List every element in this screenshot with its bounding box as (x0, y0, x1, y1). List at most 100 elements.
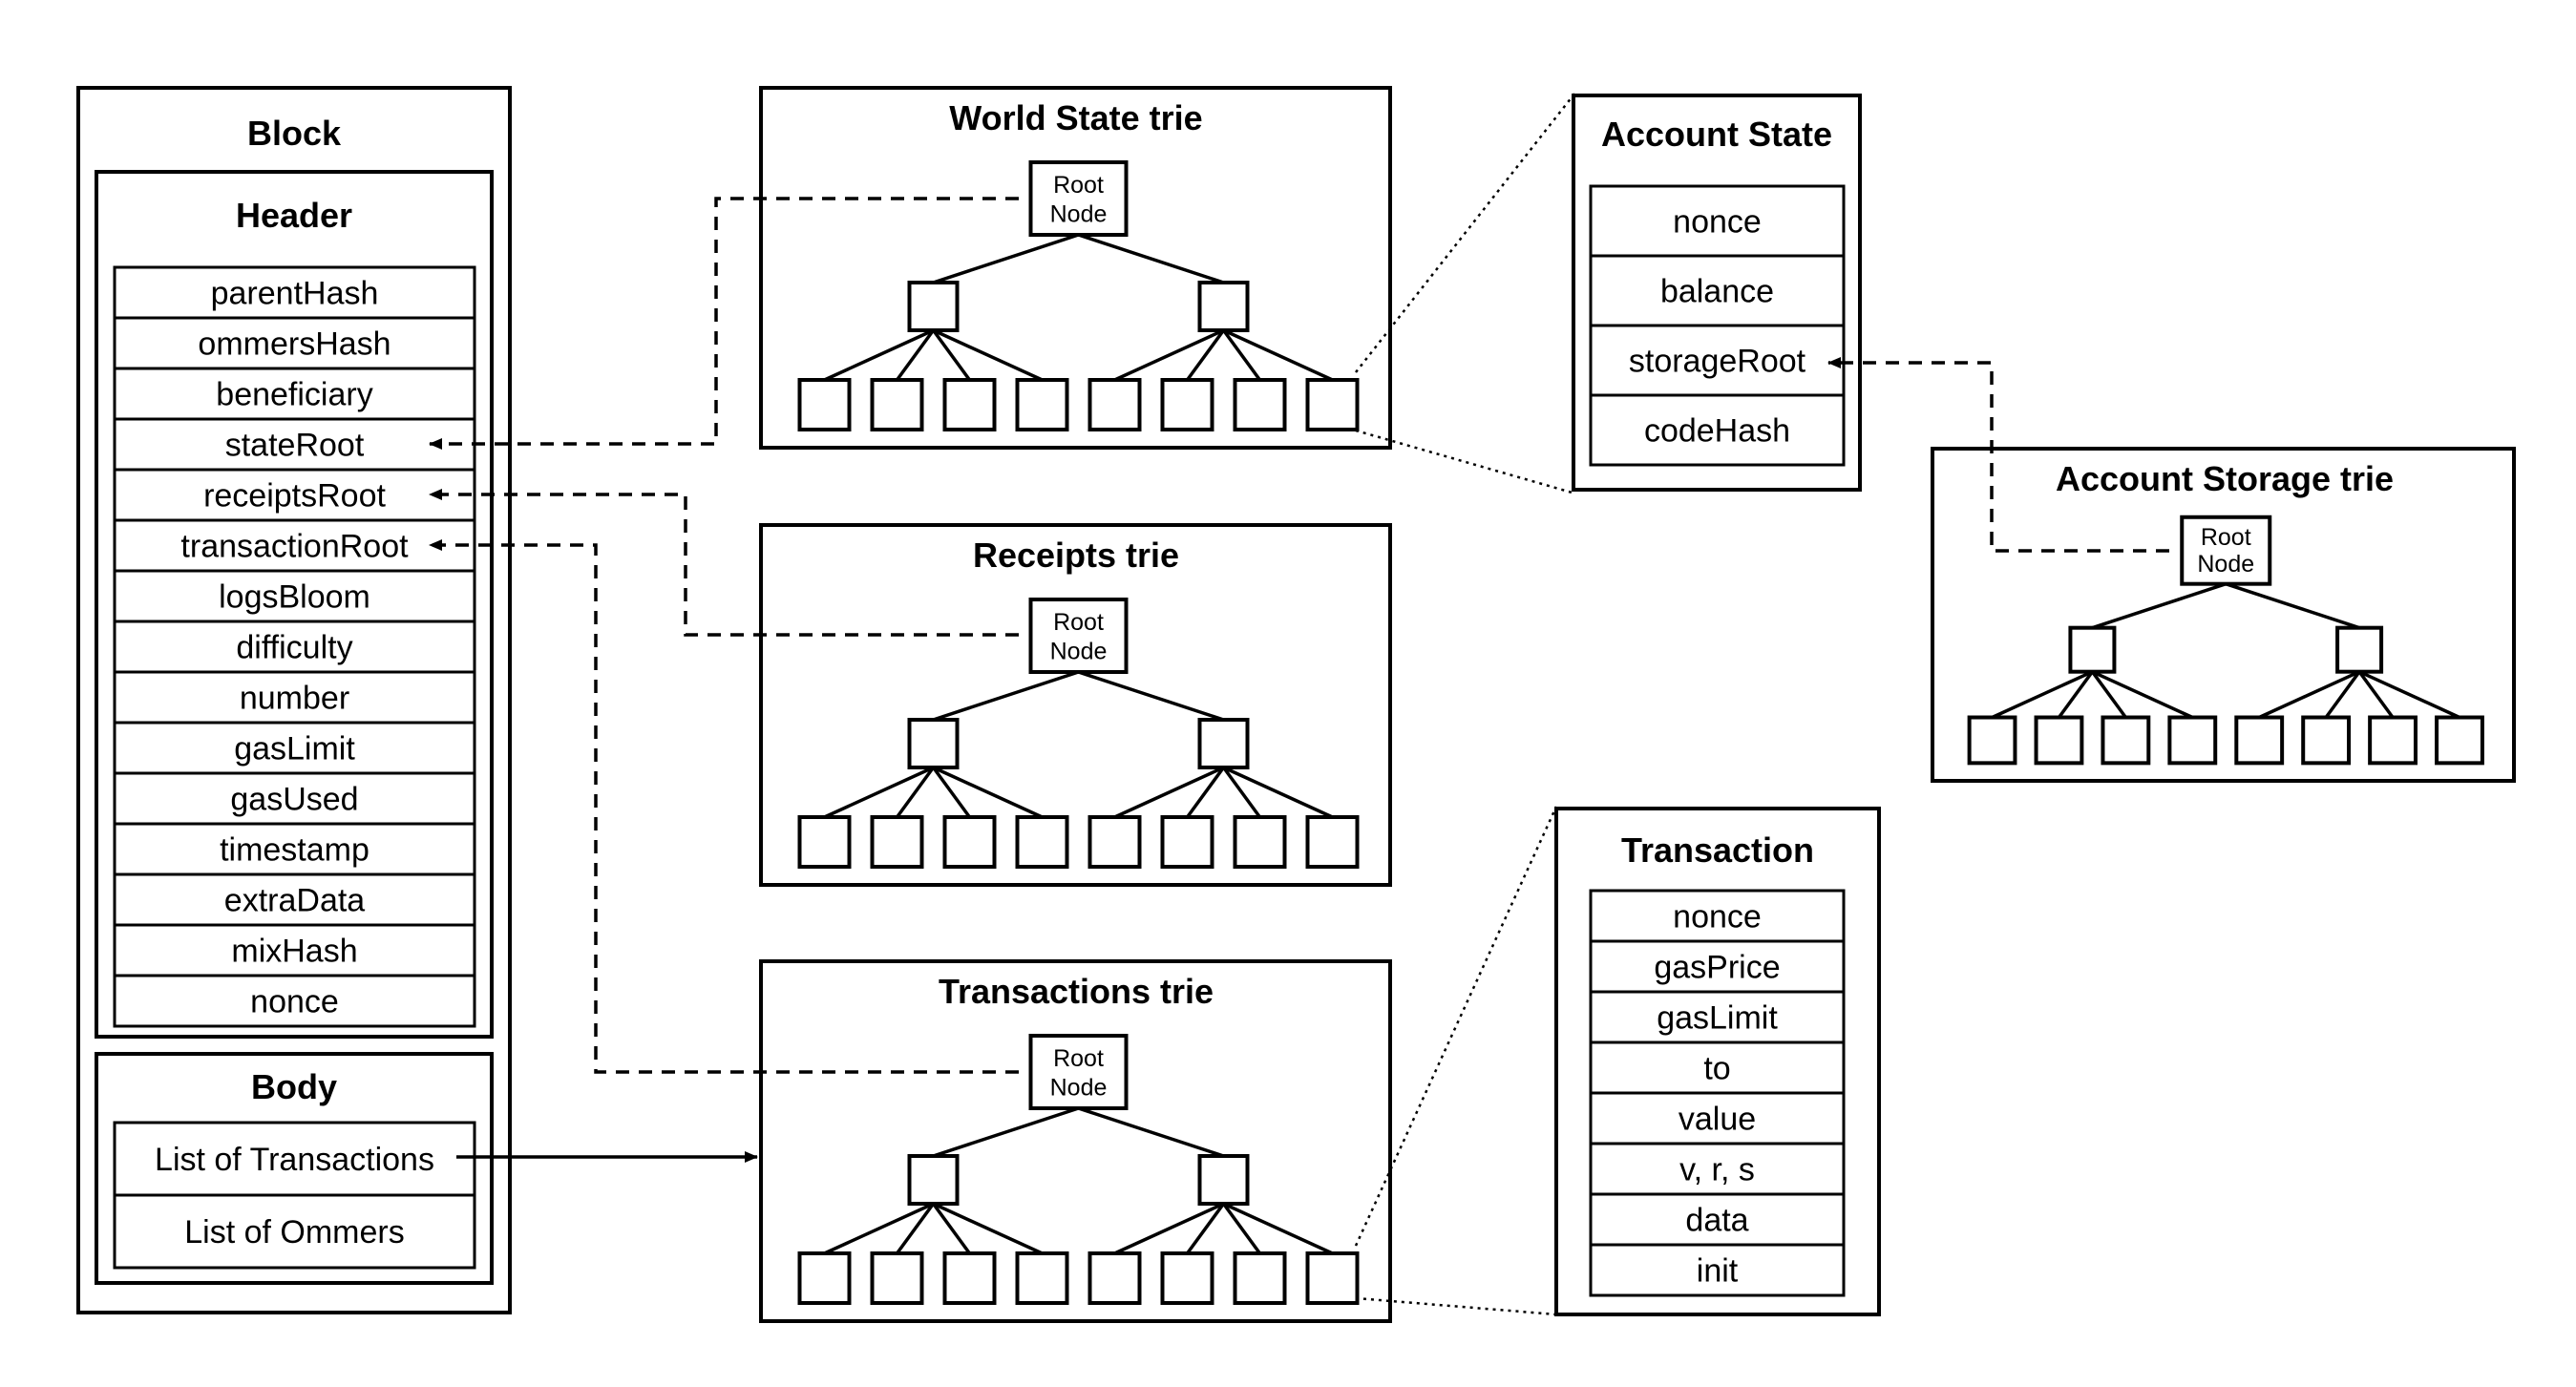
leaf-node (1233, 378, 1287, 431)
trie-edge (1113, 766, 1225, 819)
header-field-cell (113, 620, 476, 674)
leaf-node (2167, 715, 2218, 766)
header-field-label: logsBloom (219, 579, 370, 616)
leaf-node (797, 1251, 852, 1305)
root-node-label-line2: Node (1050, 638, 1108, 664)
transaction-field-label: value (1679, 1102, 1756, 1138)
leaf-node (1015, 815, 1069, 869)
trie-edge (896, 766, 935, 819)
trie-edge (896, 328, 935, 382)
leaf-node (1967, 715, 2017, 766)
leaf-node (2435, 715, 2484, 766)
branch-node (907, 281, 960, 332)
trie-edge (1077, 670, 1225, 722)
trie-edge (1222, 328, 1261, 382)
header-field-label: receiptsRoot (203, 478, 386, 515)
header-field-label: ommersHash (198, 326, 391, 363)
transaction-field-cell (1589, 990, 1846, 1044)
transaction-field-cell (1589, 1243, 1846, 1297)
transaction-panel: Transaction noncegasPricegasLimittovalue… (1554, 807, 1881, 1316)
trie-edge (1186, 1202, 1225, 1255)
root-node (1028, 160, 1129, 237)
trie-edge (1222, 1202, 1261, 1255)
trie-edge (932, 328, 971, 382)
trie-edge (1991, 670, 2094, 720)
body-field-label: List of Transactions (155, 1142, 434, 1178)
leaf-node (1233, 1251, 1287, 1305)
body-field-cell (113, 1193, 476, 1270)
header-field-cell (113, 316, 476, 370)
root-node-label-line2: Node (1050, 1074, 1108, 1101)
body-field-cell (113, 1121, 476, 1197)
account-state-field-label: nonce (1673, 204, 1762, 241)
leaf-node (1305, 1251, 1360, 1305)
header-field-label: stateRoot (225, 428, 365, 464)
branch-node (1197, 281, 1250, 332)
leaf-node (1087, 1251, 1142, 1305)
trie-edge (1222, 766, 1334, 819)
leaf-node (1160, 1251, 1214, 1305)
trie-edge (2258, 670, 2360, 720)
root-node-label-line2: Node (1050, 200, 1108, 227)
root-node (1028, 598, 1129, 674)
header-field-label: gasUsed (230, 782, 358, 818)
trie-edge (1186, 766, 1225, 819)
leaf-node (870, 815, 924, 869)
header-field-label: beneficiary (216, 377, 372, 413)
root-node (1028, 1034, 1129, 1110)
trie-edge (1222, 1202, 1334, 1255)
trie-edge (2357, 670, 2395, 719)
leaf-node (1305, 815, 1360, 869)
transaction-field-cell (1589, 889, 1846, 943)
root-node (2180, 515, 2272, 586)
leaf-node (1015, 378, 1069, 431)
header-field-label: gasLimit (234, 731, 355, 767)
branch-node (2335, 625, 2384, 674)
trie-edge (1222, 328, 1334, 382)
leaf-node (1305, 378, 1360, 431)
header-field-list: parentHashommersHashbeneficiarystateRoot… (113, 265, 476, 1028)
header-field-label: extraData (224, 883, 365, 919)
account-state-title: Account State (1601, 115, 1832, 154)
transaction-field-label: v, r, s (1679, 1152, 1755, 1188)
branch-node (1197, 1154, 1250, 1206)
account-state-panel: Account State noncebalancestorageRootcod… (1572, 94, 1862, 492)
account-state-field-label: storageRoot (1629, 344, 1806, 380)
trie-edge (1077, 1106, 1225, 1158)
leaf-node (1160, 378, 1214, 431)
leaf-node (1087, 378, 1142, 431)
leaf-node (2034, 715, 2084, 766)
trie-edge (1113, 328, 1225, 382)
world-state-trie-box (759, 86, 1392, 450)
trie-edge (2225, 582, 2360, 630)
trie-edge (896, 1202, 935, 1255)
trie-edge (823, 328, 935, 382)
account-state-field-label: balance (1660, 274, 1774, 310)
trie-edge (1077, 233, 1225, 284)
leaf-node (2368, 715, 2418, 766)
trie-edge (932, 670, 1080, 722)
trie-edge (2091, 670, 2194, 720)
block-title: Block (247, 114, 342, 153)
transaction-field-label: data (1685, 1203, 1748, 1239)
trie-edge (932, 766, 971, 819)
header-field-label: transactionRoot (180, 529, 409, 565)
connectors (429, 92, 2169, 1316)
block-panel: Block Header parentHashommersHashbenefic… (76, 86, 512, 1314)
header-field-cell (113, 670, 476, 725)
transaction-field-label: gasLimit (1657, 1000, 1778, 1037)
leaf-node (942, 815, 997, 869)
branch-node (907, 1154, 960, 1206)
header-field-cell (113, 721, 476, 775)
leaf-node (1087, 815, 1142, 869)
